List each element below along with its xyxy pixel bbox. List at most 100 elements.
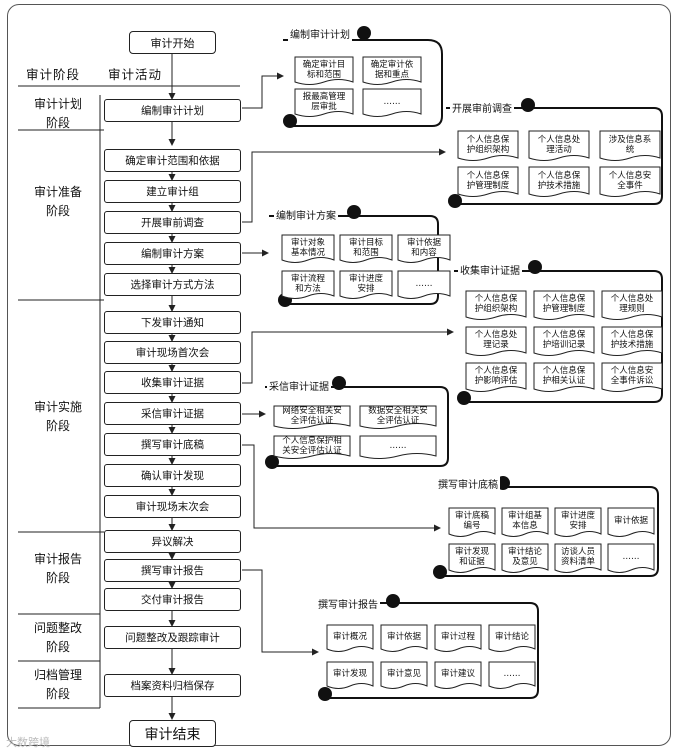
activity-box: 撰写审计底稿	[104, 433, 241, 456]
document-text-line: 个人信息保	[466, 170, 510, 181]
activity-box: 下发审计通知	[104, 311, 241, 334]
document-text-line: 护组织架构	[466, 144, 510, 155]
document-item: 个人信息保护组织架构	[466, 291, 526, 317]
document-shape	[607, 543, 655, 573]
document-text-line: 个人信息安	[610, 366, 654, 376]
document-text-line: 审计发现	[332, 669, 367, 679]
document-text-line: 审计进度	[348, 273, 383, 284]
stage-rectify-line1: 问题整改	[33, 621, 82, 635]
document-text-line: 全评估认证	[290, 416, 334, 426]
document-text-line: 护影响评估	[474, 376, 518, 386]
document-shape	[488, 661, 536, 689]
start-node: 审计开始	[129, 31, 216, 54]
stage-prepare-line2: 阶段	[45, 204, 70, 218]
document-item: ……	[363, 89, 421, 114]
document-item: 审计发现	[327, 662, 373, 686]
document-item: 审计概况	[327, 625, 373, 649]
header-stage: 审计阶段	[26, 67, 81, 82]
document-shape	[501, 507, 549, 537]
document-text-line: 护相关认证	[542, 376, 586, 386]
document-item: 报最高管理层审批	[295, 89, 353, 114]
document-text-line: ……	[415, 278, 433, 289]
document-text-line: 个人信息保	[542, 366, 586, 376]
document-text-line: 统	[625, 144, 635, 155]
document-text-line: 层审批	[311, 101, 337, 112]
document-item: 个人信息处理记录	[466, 327, 526, 353]
document-shape	[465, 290, 527, 320]
document-shape	[362, 56, 422, 85]
document-text-line: 审计建议	[440, 669, 475, 679]
document-text-line: 涉及信息系	[608, 134, 652, 145]
document-text-line: 理记录	[483, 340, 509, 350]
document-shape	[273, 435, 351, 459]
document-shape	[339, 234, 393, 263]
document-item: 个人信息处理规则	[602, 291, 662, 317]
activity-box: 异议解决	[104, 530, 241, 553]
document-item: 个人信息保护影响评估	[466, 363, 526, 389]
panel-title-draft: 撰写审计底稿	[436, 476, 500, 491]
document-text-line: 个人信息处	[610, 294, 654, 304]
document-shape	[359, 435, 437, 459]
document-text-line: 和内容	[411, 247, 437, 258]
document-text-line: 审计组基	[507, 511, 542, 521]
stage-rectify: 问题整改 阶段	[22, 619, 94, 657]
document-item: 审计依据和内容	[398, 235, 450, 260]
document-item: 个人信息保护组织架构	[458, 131, 518, 158]
document-item: 审计依据	[608, 508, 654, 534]
document-text-line: 据和重点	[374, 69, 409, 80]
document-item: 确定审计目标和范围	[295, 57, 353, 82]
document-text-line: 个人信息保	[537, 170, 581, 181]
stage-archive: 归档管理 阶段	[22, 666, 94, 704]
document-item: 个人信息保护相关安全评估认证	[274, 436, 350, 456]
document-text-line: 和证据	[459, 557, 485, 567]
document-shape	[599, 166, 661, 197]
document-shape	[281, 234, 335, 263]
document-text-line: 全评估认证	[376, 416, 420, 426]
document-item: 审计依据	[381, 625, 427, 649]
document-shape	[599, 130, 661, 161]
document-shape	[457, 130, 519, 161]
activity-box: 编制审计方案	[104, 242, 241, 265]
document-text-line: 审计依据	[406, 237, 441, 248]
document-text-line: ……	[389, 441, 407, 451]
document-shape	[601, 362, 663, 392]
stage-implement-line1: 审计实施	[33, 400, 82, 414]
document-text-line: 个人信息处	[474, 330, 518, 340]
document-item: 审计进度安排	[555, 508, 601, 534]
stage-plan-line1: 审计计划	[33, 97, 82, 111]
document-text-line: 护组织架构	[474, 304, 518, 314]
stage-prepare: 审计准备 阶段	[22, 183, 94, 221]
document-shape	[528, 130, 590, 161]
stage-plan-line2: 阶段	[45, 116, 70, 130]
diagram-frame	[7, 4, 671, 746]
document-shape	[434, 661, 482, 689]
document-shape	[294, 88, 354, 117]
watermark-text: 大数跨境	[6, 736, 50, 749]
document-text-line: 审计目标	[348, 237, 383, 248]
document-shape	[359, 405, 437, 429]
activity-box: 档案资料归档保存	[104, 674, 241, 697]
document-shape	[448, 507, 496, 537]
document-text-line: 审计结论	[507, 547, 542, 557]
document-text-line: 关安全评估认证	[282, 446, 342, 456]
document-item: 个人信息保护管理制度	[534, 291, 594, 317]
document-text-line: 个人信息保护相	[282, 436, 342, 446]
document-text-line: 个人信息处	[537, 134, 581, 145]
document-text-line: ……	[383, 96, 401, 107]
document-text-line: 数据安全相关安	[368, 406, 428, 416]
document-item: ……	[489, 662, 535, 686]
stage-report-line2: 阶段	[45, 571, 70, 585]
document-text-line: 审计依据	[386, 632, 421, 642]
document-text-line: 网络安全相关安	[282, 406, 342, 416]
document-shape	[281, 270, 335, 299]
document-text-line: 个人信息安	[608, 170, 652, 181]
document-shape	[607, 507, 655, 537]
activity-box: 建立审计组	[104, 180, 241, 203]
document-shape	[554, 507, 602, 537]
document-shape	[397, 234, 451, 263]
document-text-line: ……	[622, 552, 640, 562]
document-item: 涉及信息系统	[600, 131, 660, 158]
end-node: 审计结束	[129, 720, 216, 747]
document-item: 确定审计依据和重点	[363, 57, 421, 82]
